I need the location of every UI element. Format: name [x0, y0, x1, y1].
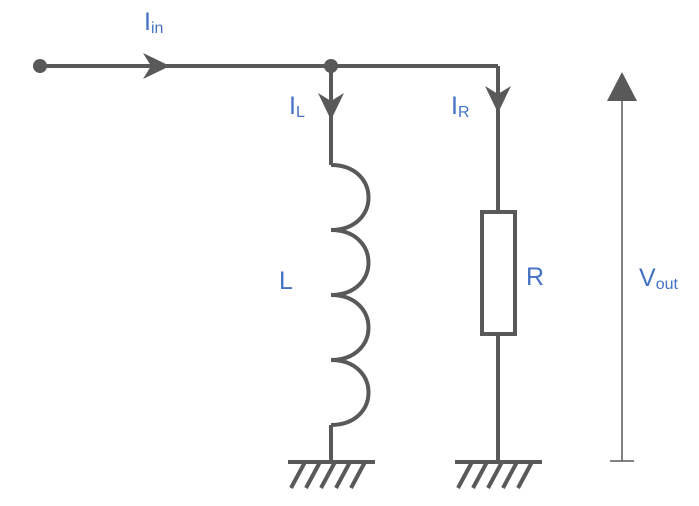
- resistor-ground-icon: [455, 460, 542, 489]
- input-current-arrow-icon: [143, 53, 170, 79]
- label-current-R-sub: R: [458, 104, 470, 121]
- label-inductor: L: [279, 267, 293, 295]
- label-voltage-out-main: V: [639, 264, 656, 292]
- resistor-body: [480, 210, 517, 336]
- inductor-current-arrow-icon: [318, 93, 344, 120]
- label-current-R-main: I: [451, 92, 458, 120]
- label-current-L-main: I: [289, 92, 296, 120]
- resistor-current-arrow-icon: [485, 86, 511, 113]
- label-voltage-out-sub: out: [656, 276, 679, 293]
- inductor-ground-icon: [288, 460, 375, 489]
- label-voltage-out: Vout: [639, 264, 678, 293]
- label-current-L-sub: L: [296, 104, 305, 121]
- inductor-coil: [330, 163, 371, 427]
- label-current-in-sub: in: [151, 20, 163, 37]
- label-resistor: R: [526, 263, 544, 291]
- label-current-in: Iin: [144, 8, 163, 37]
- label-current-in-main: I: [144, 8, 151, 36]
- label-current-L: IL: [289, 92, 305, 121]
- label-current-R: IR: [451, 92, 470, 121]
- output-voltage-arrow-icon: [607, 72, 637, 101]
